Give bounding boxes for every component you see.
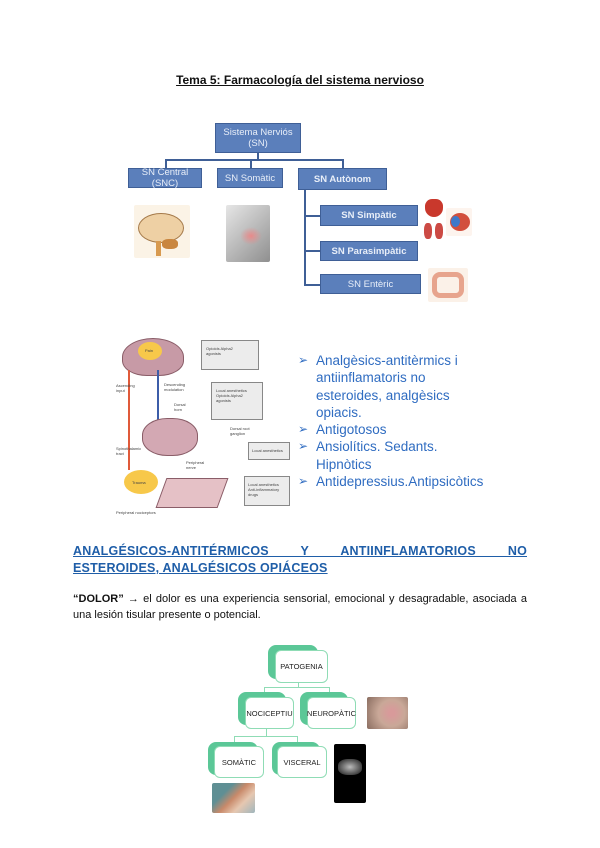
list-item: ➢Antidepressius.Antipsicòtics [298, 474, 484, 490]
dolor-definition: “DOLOR” → el dolor es una experiencia se… [73, 593, 527, 621]
knee-pain-image [226, 205, 270, 262]
box-sn-somatic: SN Somàtic [217, 168, 283, 188]
eye-image [446, 208, 472, 236]
list-item: ➢Analgèsics-antitèrmics i antiinflamator… [298, 353, 458, 420]
box-patogenia: PATOGENIA [275, 650, 328, 683]
box-sn-parasimpatic: SN Parasimpàtic [320, 241, 418, 261]
page-title: Tema 5: Farmacología del sistema nervios… [176, 73, 424, 87]
box-sn-central: SN Central (SNC) [128, 167, 202, 189]
drug-groups-list: ➢Analgèsics-antitèrmics i antiinflamator… [298, 352, 493, 490]
arrow-bullet-icon: ➢ [298, 474, 309, 489]
mri-image [334, 744, 366, 803]
arrow-bullet-icon: ➢ [298, 422, 309, 437]
intestine-image [428, 268, 468, 302]
box-sn-simpatic: SN Simpàtic [320, 205, 418, 226]
skin-rash-image [367, 697, 408, 729]
box-nociceptiu: NOCICEPTIU [245, 697, 294, 729]
section-heading: ANALGÉSICOS-ANTITÉRMICOS Y ANTIINFLAMATO… [73, 544, 527, 575]
box-visceral: VISCERAL [277, 746, 327, 778]
box-sn-enteric: SN Entèric [320, 274, 421, 294]
box-sistema-nervios: Sistema Nerviós (SN) [215, 123, 301, 153]
list-item: ➢Antigotosos [298, 422, 387, 438]
box-somatic: SOMÀTIC [214, 746, 264, 778]
list-item: ➢Ansiolítics. Sedants. Hipnòtics [298, 439, 438, 472]
heart-lungs-image [423, 197, 445, 240]
box-sn-autonom: SN Autònom [298, 168, 387, 190]
surgery-image [212, 783, 255, 813]
arrow-bullet-icon: ➢ [298, 353, 309, 367]
brain-image [134, 205, 190, 258]
box-neuropatic: NEUROPÀTIC [307, 697, 356, 729]
arrow-bullet-icon: ➢ [298, 439, 309, 454]
pain-pathway-figure: Pain Opioids Alpha2 agonists Ascending i… [116, 330, 292, 516]
